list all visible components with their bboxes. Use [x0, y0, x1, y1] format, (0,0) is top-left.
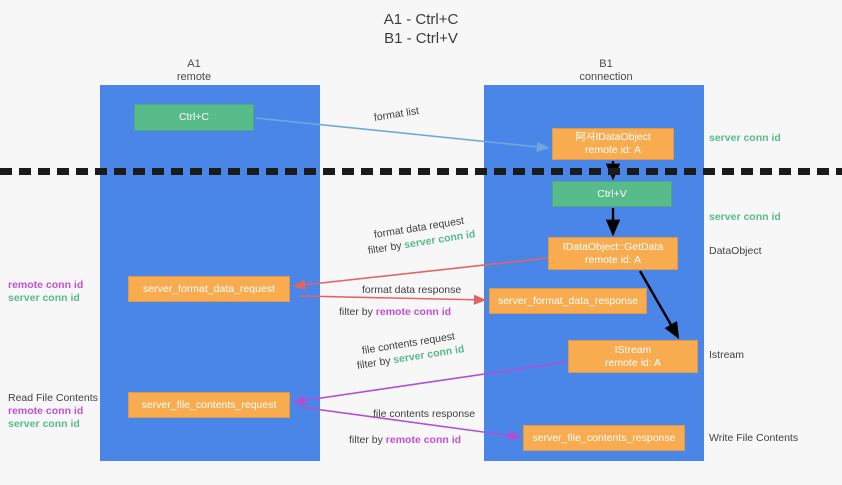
margin-label-write-file-contents: Write File Contents — [709, 432, 799, 444]
margin-label-top-server-conn-id: server conn id — [709, 132, 781, 144]
arrow-label-file-contents-response-filter: filter by remote conn id — [349, 434, 461, 446]
box-ctrl-c-label: Ctrl+C — [178, 111, 210, 123]
filter-prefix: filter by — [349, 434, 386, 446]
filter-prefix: filter by — [339, 306, 376, 318]
title-line-1: A1 - Ctrl+C — [383, 11, 459, 28]
box-server-file-contents-request-label: server_file_contents_request — [141, 398, 277, 411]
margin-label-dataobject: DataObject — [709, 245, 762, 257]
box-ctrl-v-label: Ctrl+V — [597, 187, 627, 200]
box-ctrl-c[interactable]: Ctrl+C — [134, 104, 254, 131]
box-server-file-contents-response-label: server_file_contents_response — [532, 431, 676, 444]
margin-read-file-contents-title: Read File Contents — [8, 392, 98, 404]
margin-label-read-file-contents: Read File Contents remote conn id server… — [8, 392, 98, 431]
arrow-format-list — [255, 117, 550, 152]
filter-value-remote-conn-id: remote conn id — [385, 434, 462, 446]
box-data-object-remote-id: remote id: A — [584, 144, 642, 156]
box-ctrl-v[interactable]: Ctrl+V — [552, 181, 672, 207]
margin-label-istream: Istream — [709, 349, 745, 361]
box-server-file-contents-request[interactable]: server_file_contents_request — [128, 392, 290, 418]
arrow-format-data-response — [299, 294, 487, 305]
lane-header-a1: A1 remote — [134, 58, 254, 84]
lane-header-b1: B1 connection — [546, 58, 666, 84]
box-istream-label: IStream — [614, 343, 652, 356]
filter-value-remote-conn-id: remote conn id — [375, 306, 452, 318]
arrow-getdata-to-istream — [638, 270, 680, 340]
box-data-object[interactable]: 阿셔IDataObject remote id: A — [552, 128, 674, 160]
title-line-2: B1 - Ctrl+V — [384, 30, 458, 47]
box-server-format-data-request-label: server_format_data_request — [143, 282, 275, 295]
box-istream[interactable]: IStream remote id: A — [568, 340, 698, 373]
page-title: A1 - Ctrl+C B1 - Ctrl+V — [0, 10, 842, 48]
box-server-file-contents-response[interactable]: server_file_contents_response — [523, 425, 685, 451]
lane-header-b1-role: connection — [579, 71, 633, 83]
box-data-object-label: 阿셔IDataObject — [575, 131, 651, 143]
arrow-file-contents-request — [292, 361, 567, 406]
arrow-label-file-contents-response: file contents response — [373, 408, 476, 420]
box-server-format-data-response-label: server_format_data_response — [497, 294, 639, 307]
margin-label-ctrlv-server-conn-id: server conn id — [709, 211, 781, 223]
margin-server-conn-id: server conn id — [8, 418, 80, 430]
box-server-format-data-request[interactable]: server_format_data_request — [128, 276, 290, 302]
arrow-label-format-data-response: format data response — [362, 284, 462, 296]
margin-remote-conn-id: remote conn id — [8, 405, 84, 417]
arrow-format-data-request — [292, 257, 549, 290]
box-idataobject-getdata[interactable]: IDataObject::GetData remote id: A — [548, 237, 678, 270]
box-istream-remote-id: remote id: A — [604, 356, 662, 369]
box-server-format-data-response[interactable]: server_format_data_response — [489, 288, 647, 314]
arrow-label-format-data-response-filter: filter by remote conn id — [339, 306, 451, 318]
arrow-file-contents-response — [299, 406, 522, 441]
box-idataobject-getdata-remote-id: remote id: A — [584, 253, 642, 266]
phase-divider — [0, 168, 842, 175]
margin-remote-conn-id: remote conn id — [8, 279, 84, 291]
margin-server-conn-id: server conn id — [8, 292, 80, 304]
lane-header-a1-name: A1 — [187, 58, 201, 70]
lane-header-b1-name: B1 — [599, 58, 613, 70]
lane-header-a1-role: remote — [176, 71, 212, 83]
box-idataobject-getdata-label: IDataObject::GetData — [562, 240, 664, 253]
margin-label-format-conn-ids: remote conn id server conn id — [8, 279, 83, 305]
